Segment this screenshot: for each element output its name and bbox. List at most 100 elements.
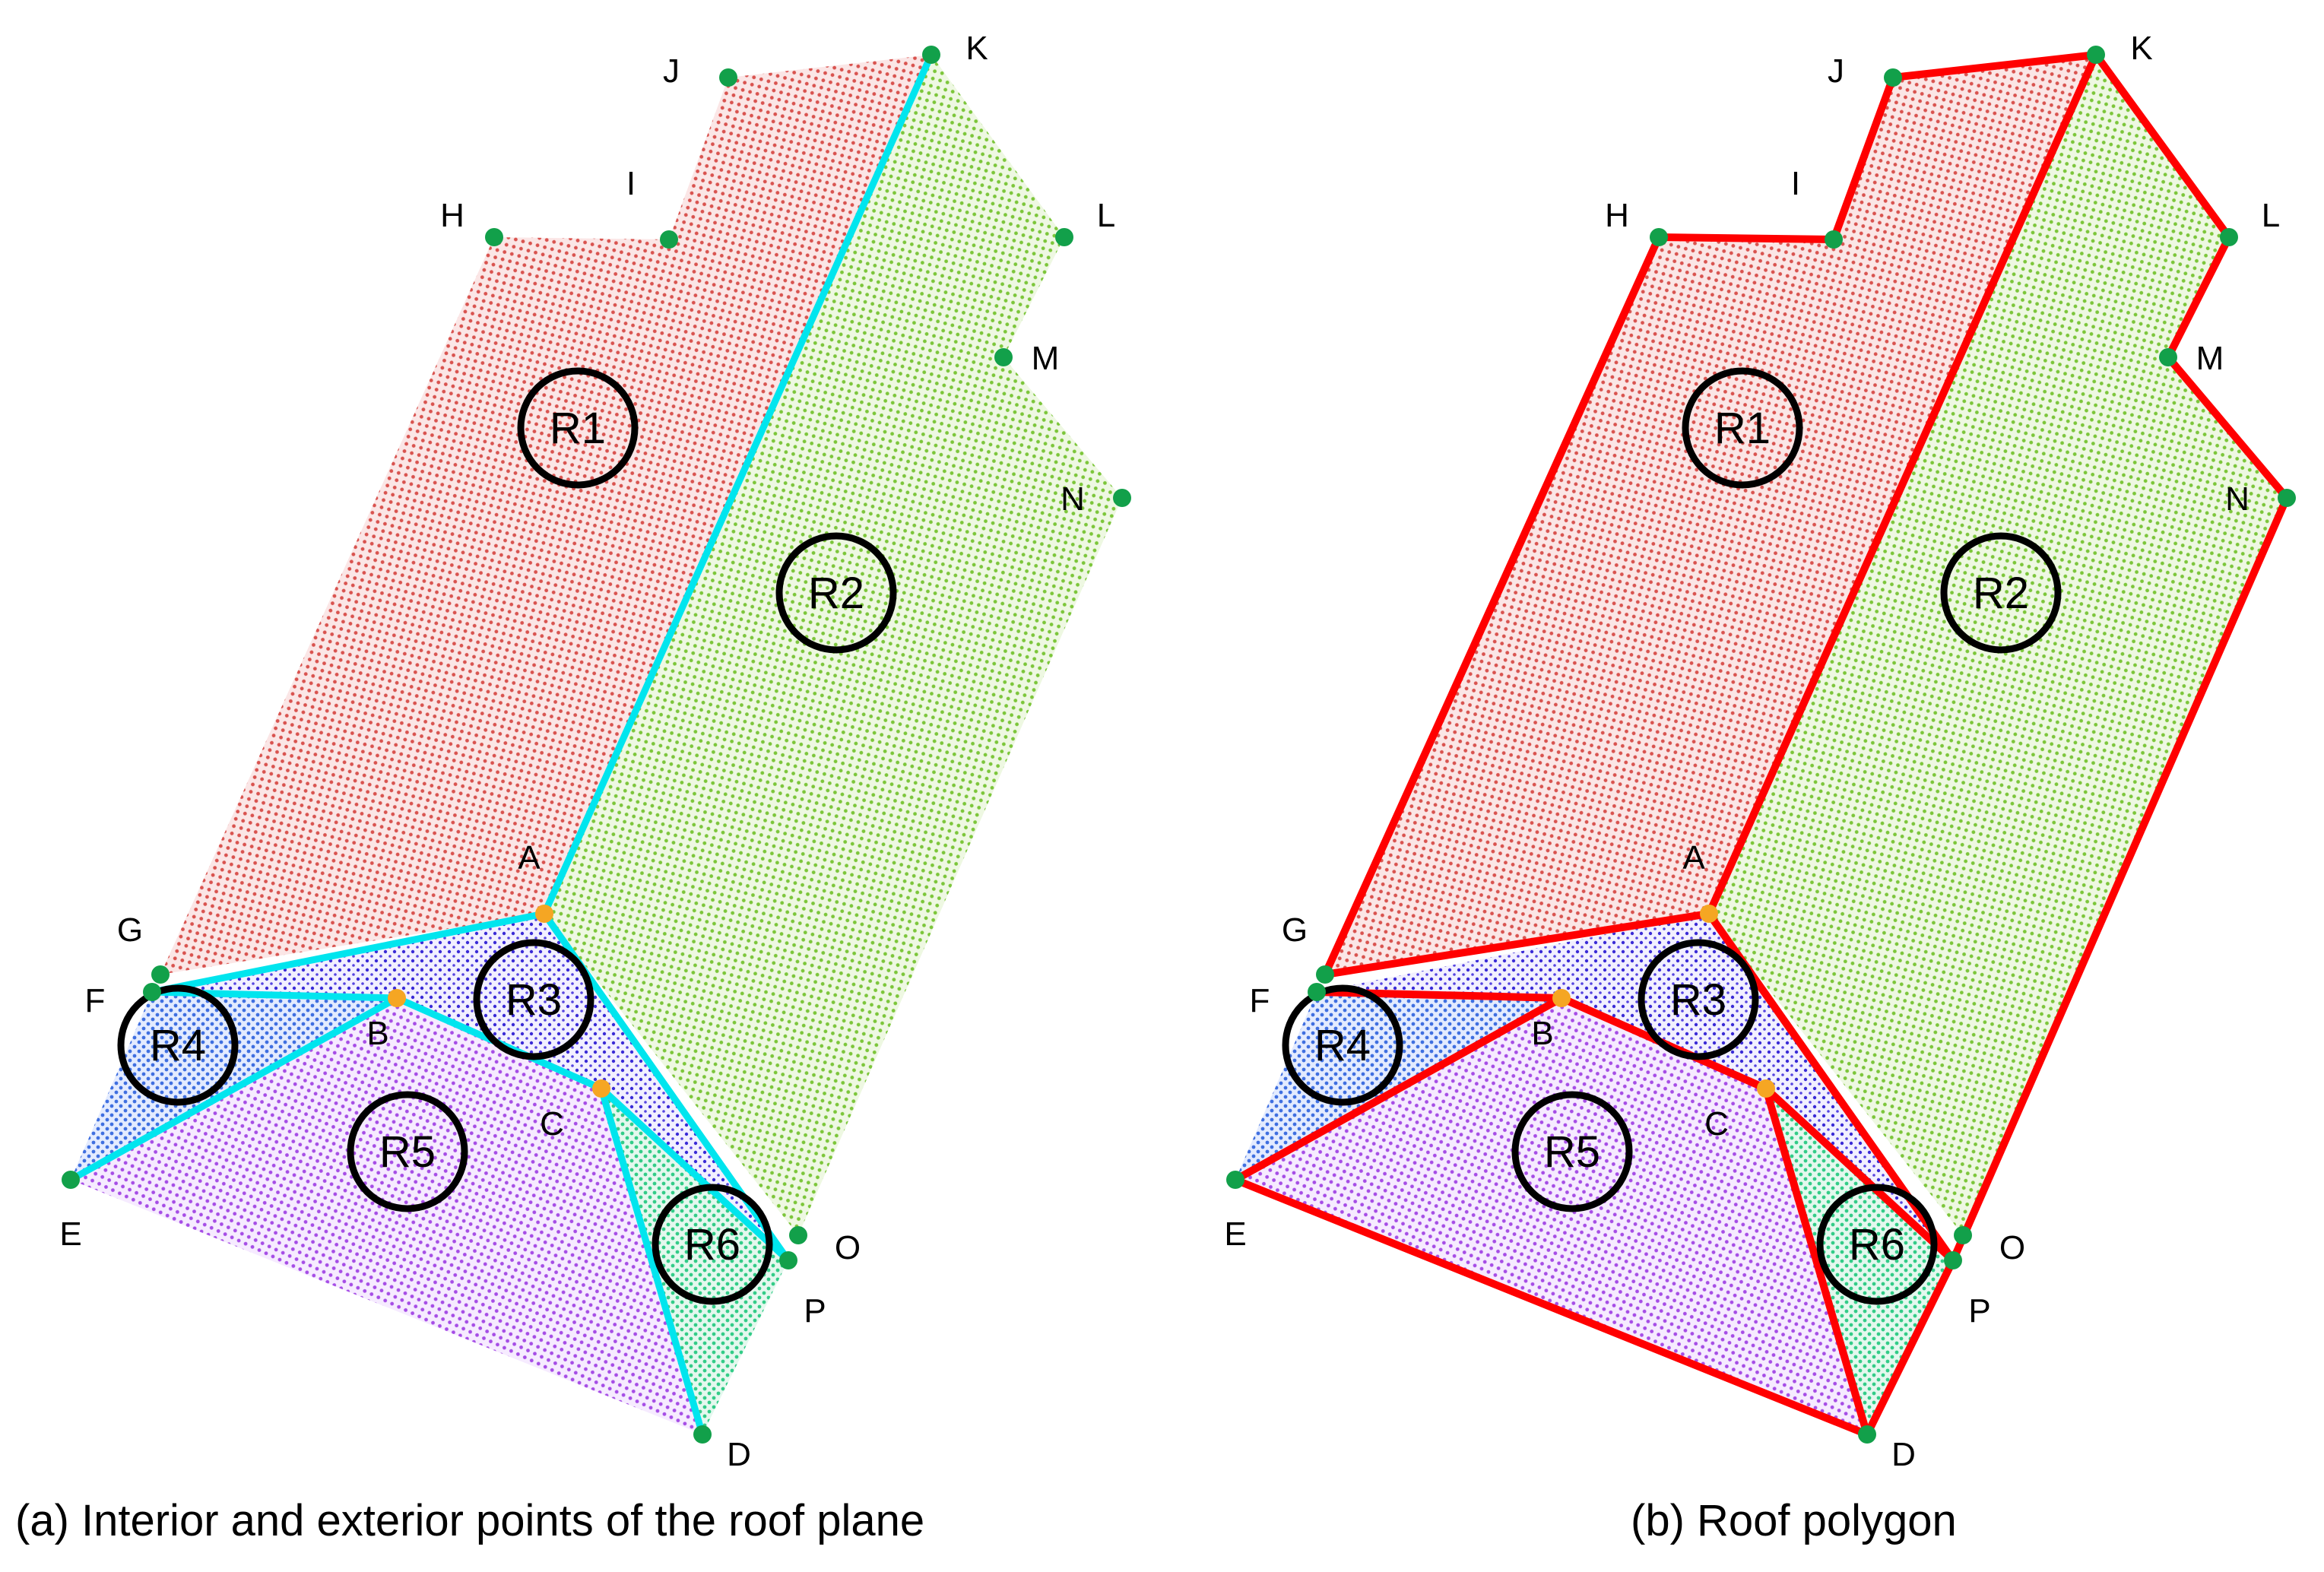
region-r5-fill — [71, 998, 702, 1434]
point-e — [1226, 1171, 1244, 1189]
region-r2-label: R2 — [808, 569, 864, 618]
edge-c-d — [598, 1085, 706, 1438]
region-r4-label: R4 — [150, 1021, 206, 1070]
region-r4-circle — [1282, 984, 1403, 1106]
point-o — [789, 1226, 807, 1244]
point-label-g: G — [1282, 911, 1308, 949]
point-a — [1700, 905, 1718, 923]
region-r2-fill — [544, 55, 1122, 1235]
edge-b-e — [1232, 994, 1565, 1184]
edge-i-h — [1655, 233, 1837, 243]
point-label-n: N — [1061, 480, 1085, 518]
point-label-j: J — [1828, 52, 1844, 90]
region-r5-label: R5 — [379, 1127, 436, 1177]
point-label-g: G — [117, 911, 143, 949]
point-f — [143, 983, 161, 1001]
edge-e-d — [1232, 1176, 1871, 1438]
point-p — [1944, 1251, 1962, 1269]
point-n — [2278, 489, 2296, 507]
point-g — [1316, 965, 1334, 984]
edge-d-p — [1863, 1257, 1957, 1438]
point-l — [2220, 228, 2238, 246]
edge-a-k — [541, 51, 935, 918]
point-g — [151, 965, 170, 984]
region-r1-circle — [517, 367, 639, 489]
edge-n-p — [1949, 494, 2291, 1264]
point-label-h: H — [1605, 197, 1629, 234]
point-label-m: M — [2196, 340, 2224, 377]
region-r6-circle — [652, 1184, 773, 1305]
point-f — [1308, 983, 1326, 1001]
point-k — [2087, 46, 2105, 64]
point-label-d: D — [1891, 1436, 1916, 1473]
region-r3-circle — [473, 939, 594, 1060]
edge-k-j — [1889, 51, 2100, 81]
point-label-i: I — [626, 165, 636, 202]
point-i — [1825, 230, 1843, 249]
point-label-f: F — [85, 982, 106, 1019]
edge-k-l — [2092, 51, 2233, 241]
region-r3-circle — [1638, 939, 1759, 1060]
point-label-c: C — [1704, 1105, 1729, 1143]
region-r6-circle — [1816, 1184, 1938, 1305]
point-label-c: C — [540, 1105, 564, 1143]
point-label-l: L — [1097, 197, 1115, 234]
point-j — [1884, 68, 1902, 87]
region-r1-circle — [1682, 367, 1803, 489]
point-b — [1552, 989, 1571, 1007]
point-label-f: F — [1250, 982, 1270, 1019]
point-b — [388, 989, 406, 1007]
edge-c-p — [1762, 1085, 1957, 1264]
point-c — [1757, 1079, 1775, 1098]
edge-h-g — [1321, 233, 1663, 978]
point-label-b: B — [366, 1015, 388, 1052]
point-label-a: A — [1682, 839, 1705, 876]
region-r3-fill — [1317, 914, 1953, 1260]
point-a — [535, 905, 553, 923]
region-r1-fill — [160, 55, 931, 975]
edge-m-n — [2164, 353, 2291, 502]
region-r3-label: R3 — [506, 975, 562, 1025]
region-r6-label: R6 — [1849, 1220, 1905, 1269]
edge-g-a — [1321, 910, 1713, 978]
region-r1-fill — [1325, 55, 2096, 975]
point-label-k: K — [965, 30, 988, 67]
point-label-p: P — [804, 1292, 826, 1330]
point-h — [1650, 228, 1668, 246]
region-r5-fill — [1235, 998, 1867, 1434]
point-k — [922, 46, 940, 64]
point-label-k: K — [2130, 30, 2152, 67]
region-r2-circle — [775, 532, 897, 654]
region-r2-label: R2 — [1973, 569, 2029, 618]
point-label-o: O — [835, 1229, 861, 1266]
point-m — [994, 348, 1013, 366]
point-label-n: N — [2225, 480, 2249, 518]
point-n — [1113, 489, 1131, 507]
point-label-d: D — [727, 1436, 751, 1473]
caption-b: (b) Roof polygon — [1631, 1496, 1957, 1545]
region-r2-fill — [1709, 55, 2287, 1235]
edge-j-i — [1830, 74, 1897, 243]
point-label-h: H — [440, 197, 464, 234]
region-r2-circle — [1940, 532, 2062, 654]
point-h — [485, 228, 503, 246]
point-label-o: O — [1999, 1229, 2025, 1266]
point-label-j: J — [663, 52, 680, 90]
point-m — [2159, 348, 2177, 366]
point-d — [1858, 1425, 1876, 1444]
point-i — [660, 230, 678, 249]
region-r5-circle — [1511, 1091, 1633, 1212]
point-j — [719, 68, 737, 87]
point-d — [693, 1425, 712, 1444]
region-r3-label: R3 — [1670, 975, 1726, 1025]
point-l — [1055, 228, 1073, 246]
point-label-p: P — [1968, 1292, 1990, 1330]
edge-l-m — [2164, 233, 2233, 361]
region-r4-label: R4 — [1314, 1021, 1371, 1070]
region-r5-label: R5 — [1544, 1127, 1600, 1177]
region-r1-label: R1 — [1714, 404, 1771, 453]
point-label-m: M — [1032, 340, 1060, 377]
point-label-e: E — [59, 1215, 81, 1253]
